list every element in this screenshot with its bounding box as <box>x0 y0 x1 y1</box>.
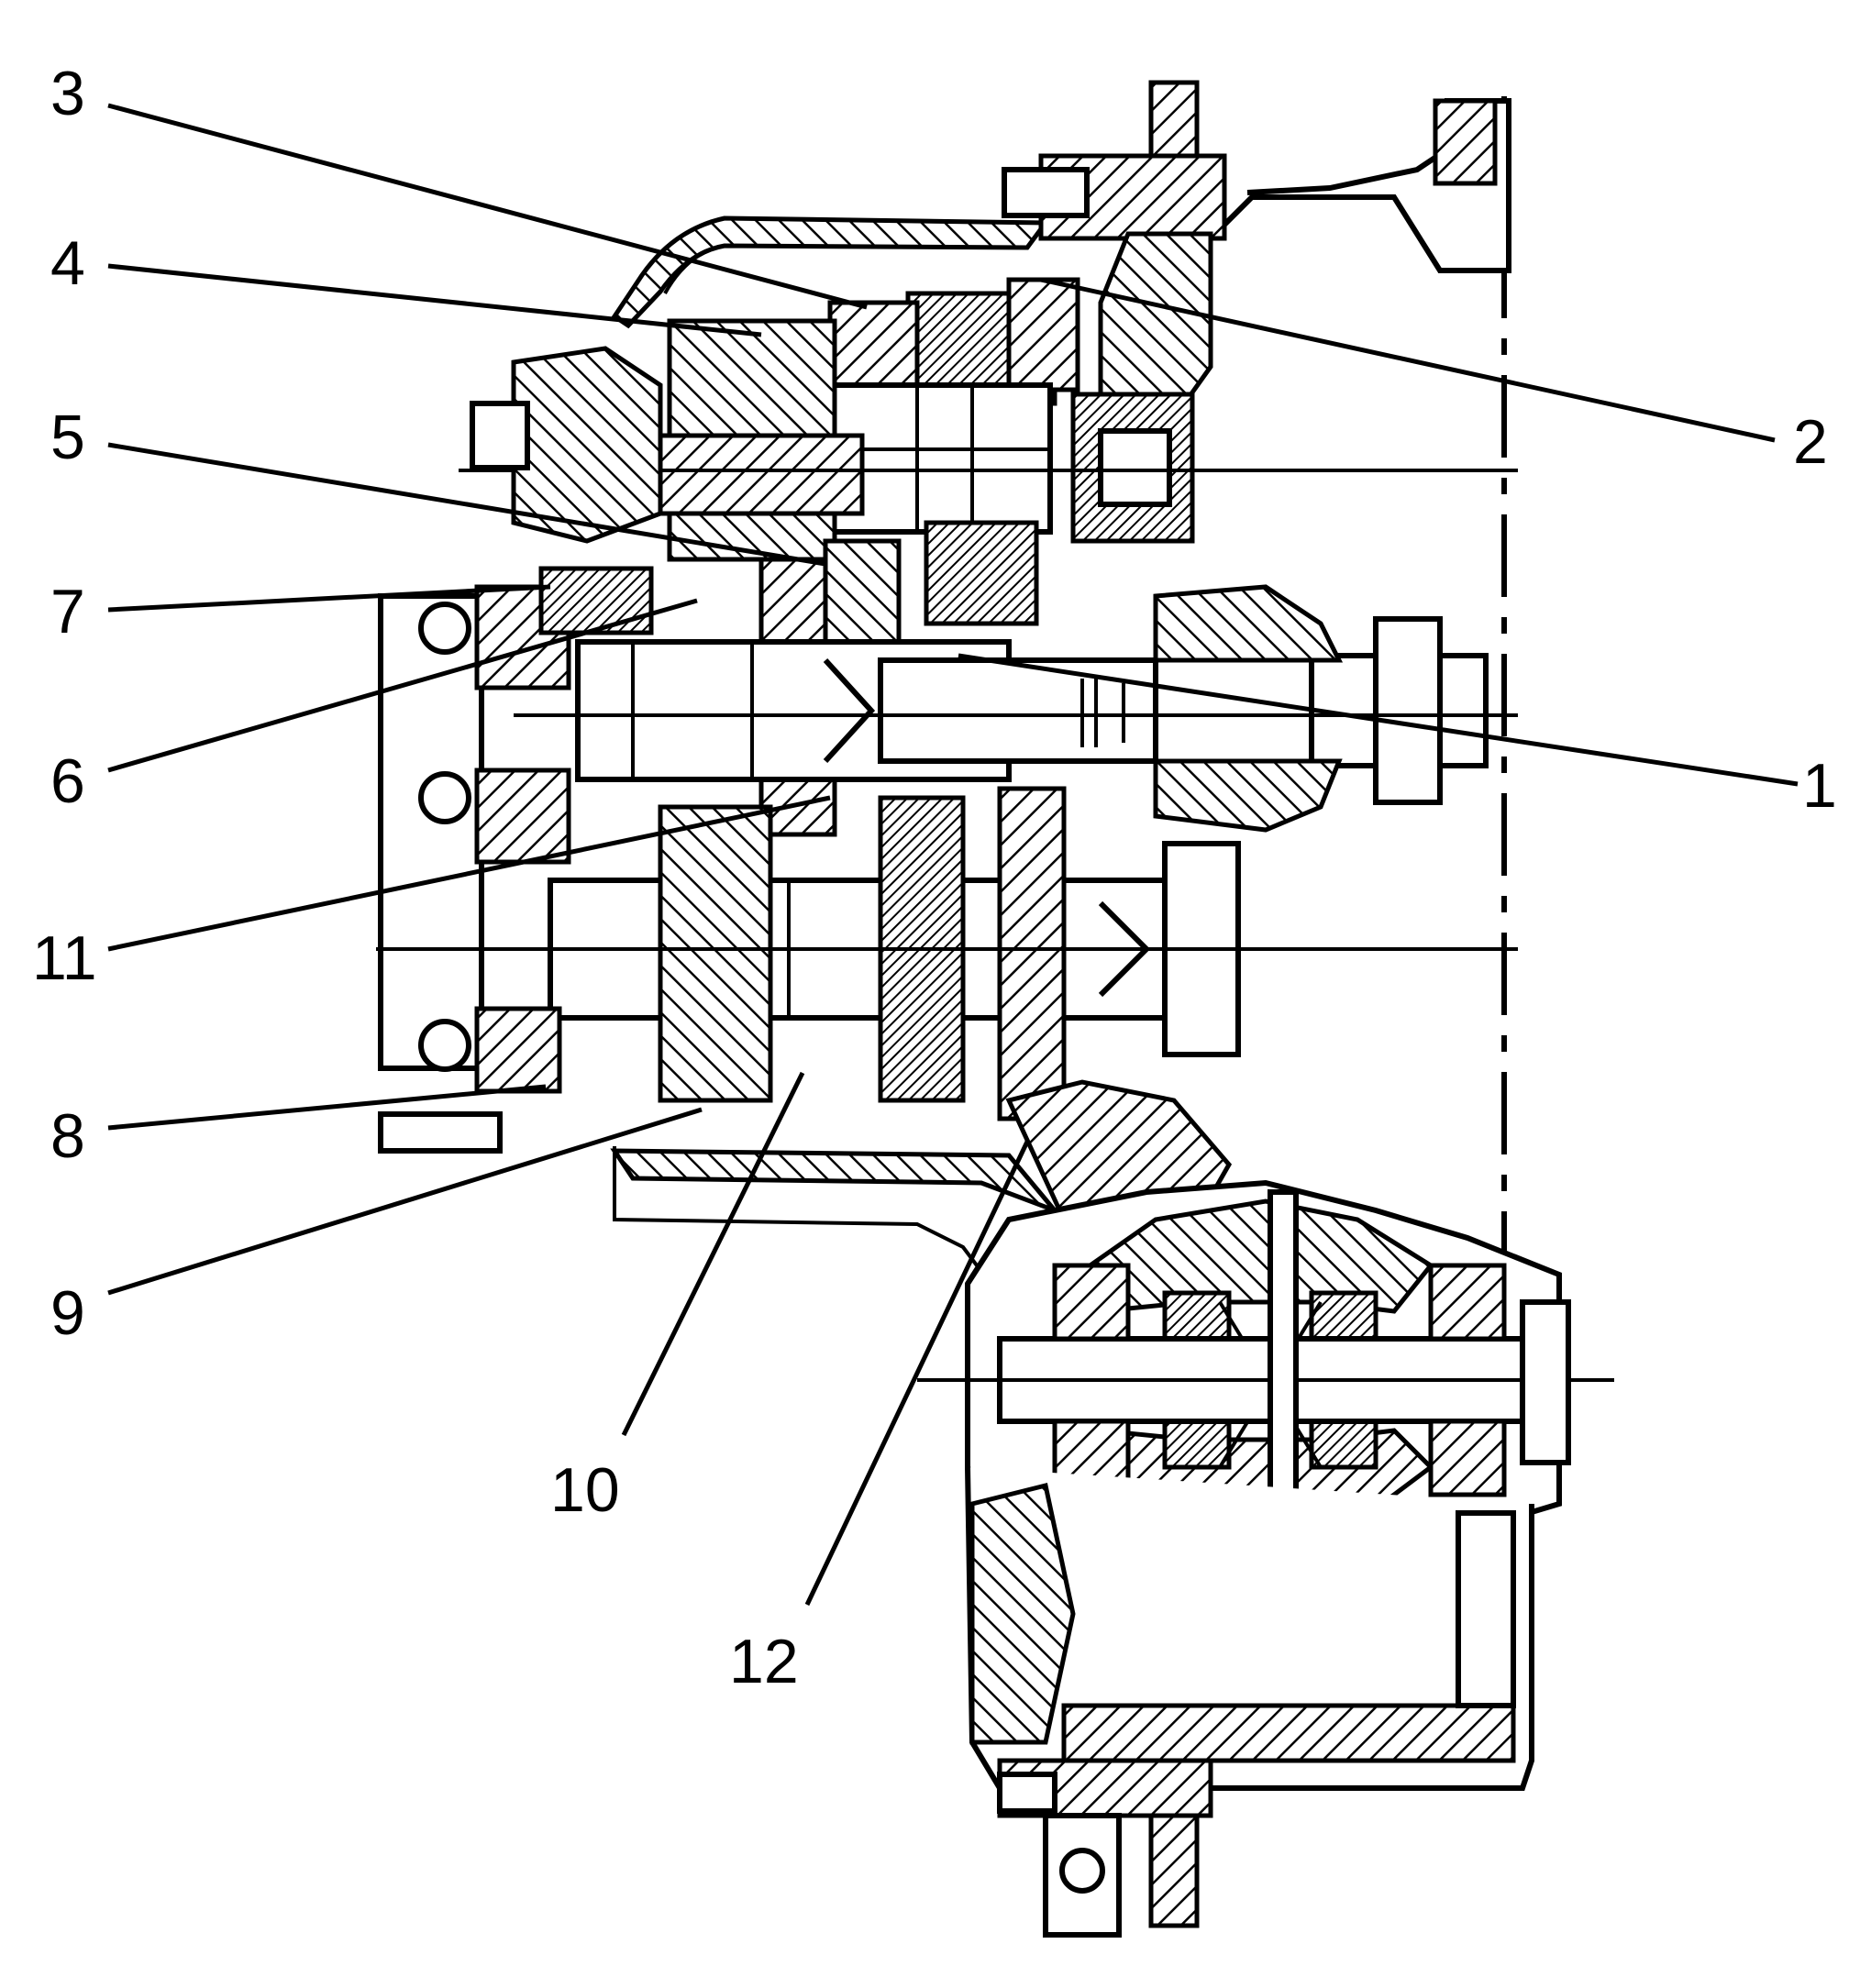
callout-4: 4 <box>50 228 85 298</box>
clutch-pack-mid <box>924 520 1039 626</box>
left-clutch-pack <box>538 566 654 635</box>
bearing-ball-2 <box>418 771 471 824</box>
callout-8: 8 <box>50 1101 85 1171</box>
upper-left-housing <box>511 346 663 544</box>
bottom-lug-right <box>1148 1813 1200 1928</box>
leader-6 <box>107 598 698 773</box>
leader-8 <box>107 1084 547 1131</box>
planet-bearing-box <box>827 382 1053 535</box>
leader-10 <box>621 1071 805 1437</box>
bottom-lug-hole <box>1059 1848 1105 1894</box>
callout-3: 3 <box>50 59 85 128</box>
lower-case-shell <box>610 1148 1062 1216</box>
lower-carrier <box>997 786 1067 1121</box>
diff-bearing-right-bottom <box>1428 1419 1507 1497</box>
leader-5 <box>107 442 826 567</box>
top-bolt <box>1002 167 1090 218</box>
leader-7 <box>107 584 551 613</box>
left-end-cover <box>378 593 484 1071</box>
bearing-ball-1 <box>418 602 471 655</box>
callout-9: 9 <box>50 1278 85 1348</box>
gear-hub-inner <box>1098 428 1172 507</box>
lower-housing-floor <box>1061 1703 1516 1763</box>
diff-bearing-left-top <box>1052 1263 1131 1342</box>
callout-6: 6 <box>50 746 85 816</box>
lower-gear-body <box>658 804 773 1103</box>
leader-4 <box>107 263 762 337</box>
leader-12 <box>804 1140 1030 1607</box>
output-spline <box>878 657 1158 764</box>
housing-flange-top <box>1433 98 1498 186</box>
leader-9 <box>107 1107 703 1296</box>
lower-left-housing <box>474 1006 562 1094</box>
lower-left-bolt <box>378 1111 503 1154</box>
callout-2: 2 <box>1793 407 1828 477</box>
diff-bearing-right-top <box>1428 1263 1507 1342</box>
bottom-bolt <box>997 1772 1057 1814</box>
center-hub <box>823 538 902 645</box>
leader-11 <box>107 795 831 952</box>
callout-7: 7 <box>50 577 85 646</box>
callout-11: 11 <box>32 923 97 993</box>
differential-upper-half <box>1059 1198 1434 1314</box>
leader-2 <box>1040 277 1776 443</box>
carrier-plate-upper <box>1006 277 1080 392</box>
callout-5: 5 <box>50 403 85 472</box>
left-bearing-race-2 <box>474 768 571 865</box>
callout-1: 1 <box>1802 751 1837 821</box>
callout-12: 12 <box>729 1627 799 1696</box>
transaxle-drawing <box>376 80 1614 1938</box>
axle-seal-right <box>1520 1299 1571 1465</box>
leader-3 <box>107 103 868 310</box>
output-shaft-tip <box>823 657 876 764</box>
callout-labels: 1 2 3 4 5 6 7 8 9 10 11 12 <box>32 59 1837 1696</box>
bearing-ball-3 <box>418 1019 471 1072</box>
leader-lines <box>107 103 1799 1607</box>
output-nut <box>1373 616 1443 805</box>
bottom-lug <box>1043 1813 1122 1938</box>
callout-10: 10 <box>550 1455 620 1525</box>
right-lower-rib <box>1456 1510 1516 1708</box>
upper-left-cap <box>470 401 530 470</box>
lower-housing-wall <box>969 1482 1076 1745</box>
leader-1 <box>958 653 1799 787</box>
output-boot <box>1153 584 1344 833</box>
